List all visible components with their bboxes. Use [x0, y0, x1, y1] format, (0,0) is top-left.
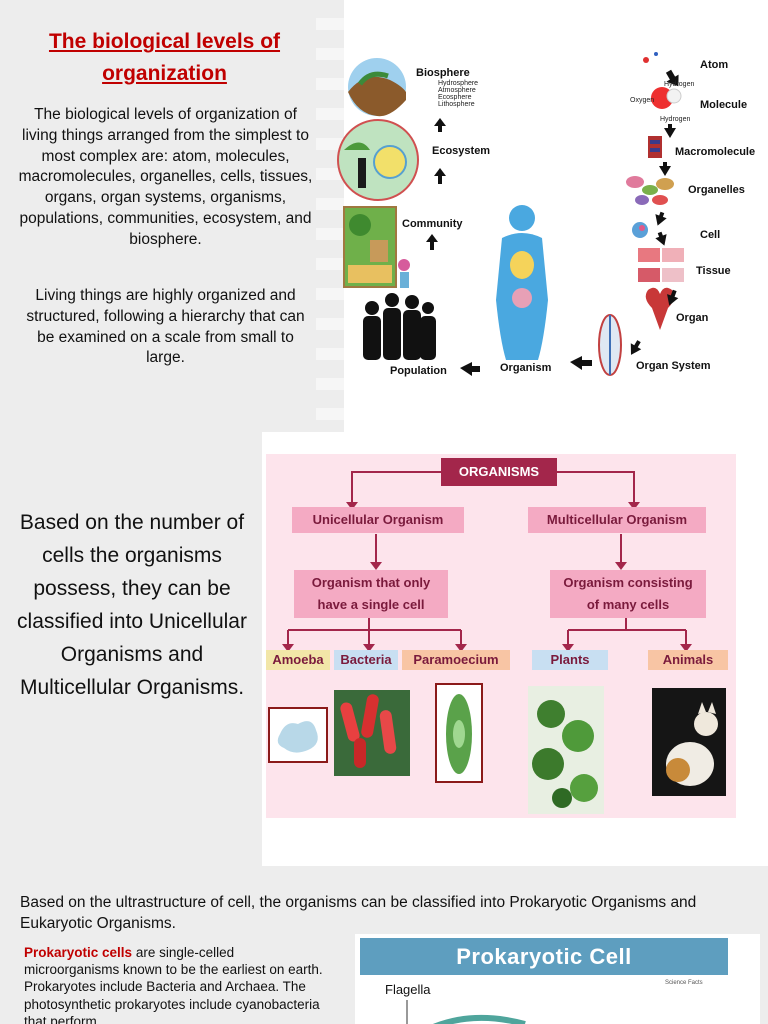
prokaryotic-cell-banner: Prokaryotic Cell — [360, 938, 728, 975]
label-macromolecule: Macromolecule — [675, 146, 756, 158]
leaf-bacteria: Bacteria — [334, 650, 398, 670]
label-ecosystem: Ecosystem — [432, 145, 491, 157]
label-hydrogen-a: Hydrogen — [664, 81, 695, 88]
label-biosphere: Biosphere — [416, 67, 470, 79]
label-community: Community — [402, 218, 463, 230]
amoeba-photo — [268, 707, 328, 763]
prokaryotic-description: Prokaryotic cells are single-celled micr… — [24, 944, 324, 1024]
label-cell: Cell — [700, 229, 721, 241]
down-arrows — [630, 69, 679, 355]
prokaryotic-text: are single-celled microorganisms known t… — [24, 945, 323, 1024]
leaf-paramoecium: Paramoecium — [402, 650, 510, 670]
organelles-icon — [626, 176, 674, 205]
uni-desc-line-2: have a single cell — [317, 597, 425, 612]
organ-icon — [645, 287, 675, 330]
label-organism: Organism — [500, 362, 552, 374]
plants-photo — [528, 686, 604, 814]
biosphere-part-1: Hydrosphere — [438, 80, 479, 87]
ultrastructure-intro: Based on the ultrastructure of cell, the… — [20, 894, 697, 932]
cell-icon — [632, 222, 648, 238]
cell-ultrastructure-section: Based on the ultrastructure of cell, the… — [0, 866, 768, 1024]
cell-diagram — [406, 1000, 526, 1024]
left-text-panel — [0, 432, 262, 866]
label-population: Population — [390, 365, 447, 377]
prokaryotic-term: Prokaryotic cells — [24, 945, 133, 960]
prokaryotic-cell-figure: Prokaryotic Cell Flagella Science Facts — [355, 934, 760, 1024]
biosphere-icon — [348, 58, 406, 117]
leaf-plants: Plants — [532, 650, 608, 670]
label-organ: Organ — [676, 312, 709, 324]
levels-illustration — [337, 52, 684, 376]
levels-of-organization-section: The biological levels of organization Th… — [0, 0, 768, 432]
label-organ-system: Organ System — [636, 360, 711, 372]
multi-desc-line-2: of many cells — [586, 597, 670, 612]
brand-logo: Science Facts — [665, 980, 703, 986]
organisms-box: ORGANISMS — [441, 458, 557, 486]
paramoecium-photo — [435, 683, 483, 783]
macromolecule-icon — [648, 136, 662, 158]
left-arrows — [460, 356, 592, 376]
biosphere-part-4: Lithosphere — [438, 101, 475, 108]
multi-desc-line-1: Organism consisting — [563, 575, 693, 590]
unicellular-box: Unicellular Organism — [292, 507, 464, 533]
bacteria-photo — [334, 690, 410, 776]
label-oxygen: Oxygen — [630, 97, 655, 104]
section-title: The biological levels of organization — [48, 30, 281, 85]
atom-icon — [643, 52, 658, 63]
ecosystem-icon — [337, 119, 419, 201]
multicellular-box: Multicellular Organism — [528, 507, 706, 533]
animals-photo — [652, 688, 726, 796]
label-organelles: Organelles — [688, 184, 745, 196]
leaf-animals: Animals — [648, 650, 728, 670]
community-icon — [343, 206, 410, 288]
left-text-panel — [0, 0, 344, 432]
cell-number-section: Based on the number of cells the organis… — [0, 432, 768, 866]
levels-paragraph: The biological levels of organization of… — [18, 106, 313, 248]
label-tissue: Tissue — [696, 265, 731, 277]
organism-icon — [496, 205, 548, 360]
label-molecule: Molecule — [700, 99, 748, 111]
tissue-icon — [638, 248, 684, 282]
label-hydrogen-b: Hydrogen — [660, 116, 691, 123]
organ-system-icon — [598, 314, 622, 376]
levels-diagram: Biosphere Hydrosphere Atmosphere Ecosphe… — [330, 40, 760, 390]
biosphere-part-2: Atmosphere — [438, 87, 476, 94]
up-arrows — [426, 118, 446, 250]
biosphere-part-3: Ecosphere — [438, 94, 472, 101]
organisms-tree-diagram: ORGANISMS Unicellular Organism Multicell… — [266, 454, 736, 818]
multicellular-description-box: Organism consisting of many cells — [550, 570, 706, 618]
hierarchy-paragraph: Living things are highly organized and s… — [26, 287, 305, 367]
molecule-icon — [651, 87, 682, 109]
leaf-amoeba: Amoeba — [266, 650, 330, 670]
uni-desc-line-1: Organism that only — [311, 575, 431, 590]
classification-text: Based on the number of cells the organis… — [17, 511, 247, 699]
label-atom: Atom — [700, 59, 729, 71]
population-icon — [363, 293, 436, 360]
flagella-label: Flagella — [385, 982, 431, 997]
unicellular-description-box: Organism that only have a single cell — [294, 570, 448, 618]
tree-connectors — [268, 471, 726, 814]
